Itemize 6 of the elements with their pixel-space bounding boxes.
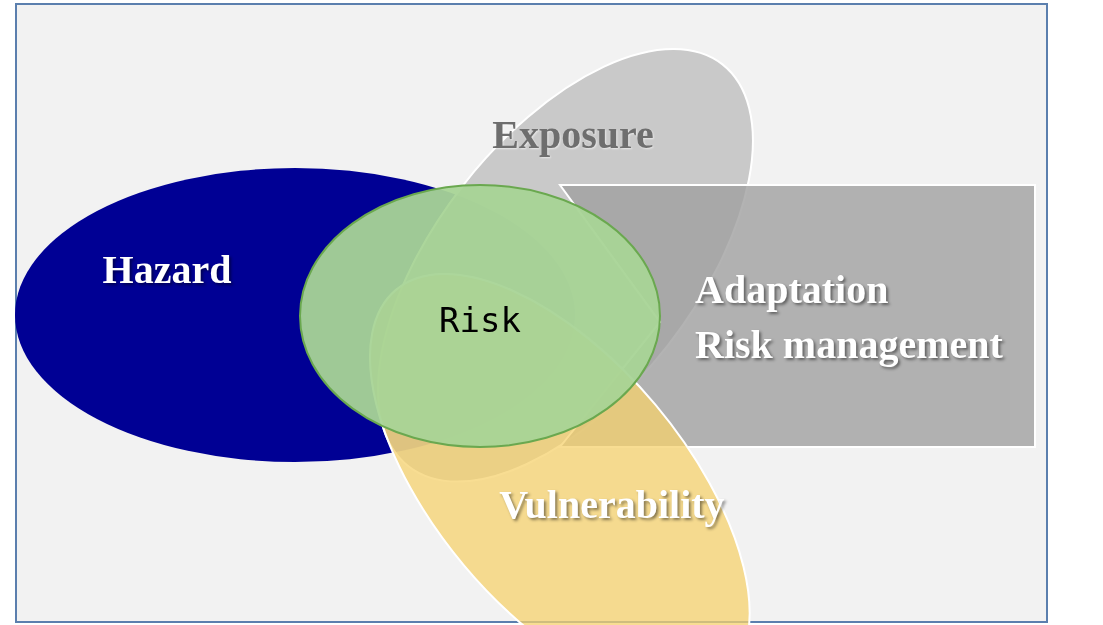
- ellipse-label: Risk: [439, 303, 521, 337]
- ellipse-label: Hazard: [102, 250, 232, 290]
- panel-label: Risk management: [695, 325, 1003, 365]
- panel-label: Adaptation: [695, 270, 889, 310]
- ellipse-label: Exposure: [492, 115, 654, 155]
- ellipse-label: Vulnerability: [499, 485, 725, 525]
